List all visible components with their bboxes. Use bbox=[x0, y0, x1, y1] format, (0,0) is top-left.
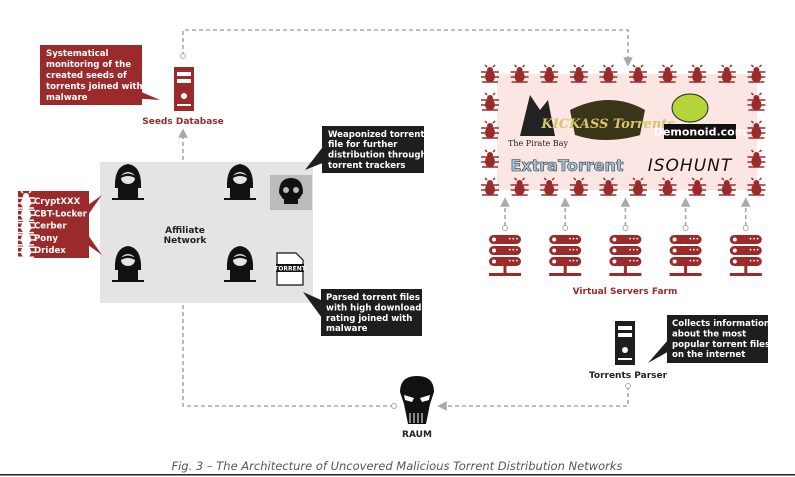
connector-lines bbox=[178, 29, 633, 411]
raum-label: RAUM bbox=[402, 430, 432, 440]
torrents-parser-server-icon bbox=[615, 321, 635, 365]
bug-icon bbox=[717, 177, 736, 196]
bug-icon bbox=[599, 177, 618, 196]
bug-icon bbox=[747, 120, 766, 139]
malware-item: Dridex bbox=[34, 246, 66, 256]
bug-icon bbox=[481, 92, 499, 111]
bug-icon bbox=[747, 149, 766, 168]
skull-code-icon bbox=[270, 175, 312, 210]
isohunt-logo: ISOHUNT bbox=[648, 156, 733, 176]
server-icon bbox=[669, 235, 702, 276]
server-farm bbox=[489, 197, 762, 276]
server-icon bbox=[609, 235, 642, 276]
bug-icon bbox=[717, 64, 736, 83]
pirate-bay-logo: The Pirate Bay bbox=[508, 95, 568, 148]
bug-icon bbox=[599, 64, 618, 83]
svg-text:KICKASS Torrents: KICKASS Torrents bbox=[540, 117, 675, 132]
bug-border bbox=[481, 64, 766, 196]
bug-icon bbox=[17, 239, 35, 258]
torrents-parser-label: Torrents Parser bbox=[589, 371, 668, 381]
bug-icon bbox=[658, 177, 677, 196]
seeds-database-label: Seeds Database bbox=[142, 117, 224, 127]
server-icon bbox=[489, 235, 521, 276]
caption-rule bbox=[0, 474, 795, 476]
malware-item: CryptXXX bbox=[34, 197, 81, 207]
malware-item: Pony bbox=[34, 234, 58, 244]
bug-icon bbox=[688, 177, 707, 196]
bug-icon bbox=[481, 177, 499, 196]
punisher-skull-icon bbox=[400, 376, 434, 424]
bug-icon bbox=[510, 64, 529, 83]
svg-text:Demonoid.com: Demonoid.com bbox=[654, 126, 746, 139]
bug-icon bbox=[510, 177, 529, 196]
bug-icon bbox=[540, 64, 559, 83]
bug-icon bbox=[17, 190, 35, 209]
torrent-file-icon: TORRENT bbox=[274, 252, 307, 286]
malware-item: Cerber bbox=[34, 222, 67, 232]
bug-icon bbox=[629, 177, 647, 196]
bug-icon bbox=[747, 64, 766, 83]
bug-icon bbox=[540, 177, 559, 196]
bug-icon bbox=[688, 64, 707, 83]
bug-icon bbox=[658, 64, 677, 83]
bug-icon bbox=[569, 64, 588, 83]
demonoid-logo: Demonoid.com bbox=[654, 93, 746, 139]
server-icon bbox=[729, 235, 762, 276]
bug-icon bbox=[481, 149, 499, 168]
bug-icon bbox=[481, 120, 499, 139]
server-icon bbox=[549, 235, 582, 276]
seeds-database-server-icon bbox=[174, 67, 194, 111]
svg-text:TORRENT: TORRENT bbox=[274, 266, 307, 273]
bug-icon bbox=[629, 64, 647, 83]
bug-icon bbox=[747, 177, 766, 196]
svg-text:The Pirate Bay: The Pirate Bay bbox=[508, 139, 568, 148]
malware-item: CBT-Locker bbox=[34, 209, 88, 219]
figure-caption: Fig. 3 – The Architecture of Uncovered M… bbox=[171, 459, 622, 473]
server-farm-label: Virtual Servers Farm bbox=[573, 287, 678, 297]
bug-icon bbox=[569, 177, 588, 196]
bug-icon bbox=[747, 92, 766, 111]
bug-icon bbox=[481, 64, 499, 83]
extratorrent-logo: ExtraTorrent bbox=[510, 156, 623, 175]
kickass-torrents-logo: KICKASS Torrents bbox=[540, 100, 675, 140]
